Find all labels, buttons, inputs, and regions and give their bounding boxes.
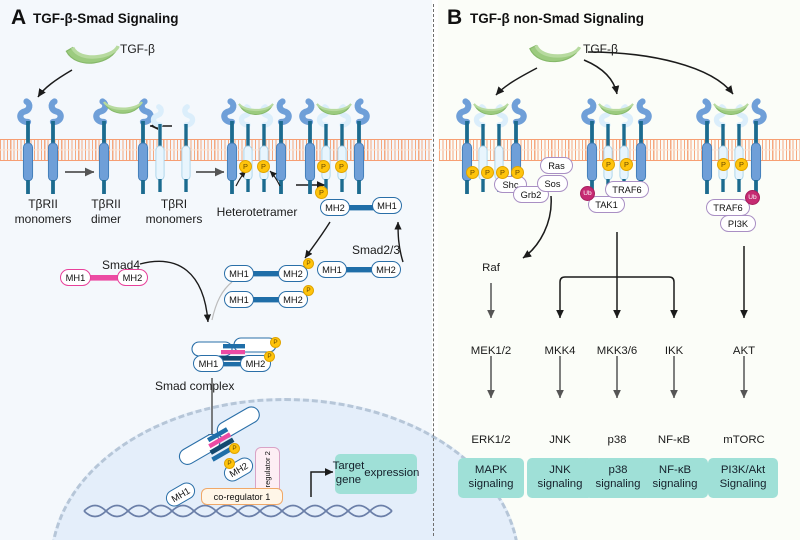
phospho-badge-b1-2: P bbox=[481, 166, 494, 179]
outcome-jnk-line1: JNK bbox=[549, 464, 571, 477]
tak1-capsule: TAK1 bbox=[588, 196, 625, 213]
outcome-p38-line2: signaling bbox=[595, 478, 641, 490]
ubiquitin-badge-traf6-right: Ub bbox=[745, 190, 760, 205]
phospho-badge-b3-2: P bbox=[735, 158, 748, 171]
phospho-badge-b1-4: P bbox=[511, 166, 524, 179]
phospho-badge-b3-1: P bbox=[717, 158, 730, 171]
outcome-jnk-line2: signaling bbox=[537, 478, 583, 490]
node-ikk: IKK bbox=[664, 345, 684, 357]
node-jnk: JNK bbox=[549, 434, 571, 446]
outcome-box-jnk: JNK signaling bbox=[527, 458, 593, 498]
traf6-middle-capsule: TRAF6 bbox=[605, 181, 649, 198]
smad23-free-mh1: MH1 bbox=[317, 261, 347, 278]
outcome-nfkb-line2: signaling bbox=[652, 478, 698, 490]
smad-complex-label: Smad complex bbox=[155, 379, 235, 393]
node-mek1-2: MEK1/2 bbox=[470, 345, 512, 357]
outcome-p38-line1: p38 bbox=[608, 464, 628, 477]
stage-label-tbrii-monomers-line1: TβRII bbox=[28, 197, 58, 211]
stage-label-heterotetramer: Heterotetramer bbox=[216, 205, 298, 219]
panel-b-title: TGF-β non-Smad Signaling bbox=[470, 11, 644, 26]
phospho-badge-b1-1: P bbox=[466, 166, 479, 179]
plasma-membrane-panel-a bbox=[0, 139, 432, 161]
outcome-box-pi3k-akt: PI3K/Akt Signaling bbox=[708, 458, 778, 498]
outcome-pi3k-line2: Signaling bbox=[719, 478, 767, 490]
outcome-pi3k-line1: PI3K/Akt bbox=[720, 464, 766, 477]
smad4-mh2: MH2 bbox=[117, 269, 148, 286]
phospho-badge-psmad-upper: P bbox=[303, 258, 314, 269]
outcome-mapk-line2: signaling bbox=[468, 478, 514, 490]
outcome-nfkb-line1: NF-κB bbox=[658, 464, 692, 477]
smad23-free-mh2: MH2 bbox=[371, 261, 401, 278]
psmad-lower-mh2: MH2 bbox=[278, 291, 308, 308]
panel-a-letter: A bbox=[11, 6, 27, 29]
phospho-badge-b2-2: P bbox=[620, 158, 633, 171]
node-mtorc: mTORC bbox=[723, 434, 765, 446]
traf6-right-capsule: TRAF6 bbox=[706, 199, 750, 216]
phospho-badge-psmad-lower: P bbox=[303, 285, 314, 296]
phospho-badge-complex-upper: P bbox=[270, 337, 281, 348]
phospho-badge-complex-lower: P bbox=[264, 351, 275, 362]
node-erk1-2: ERK1/2 bbox=[471, 434, 511, 446]
node-mkk4: MKK4 bbox=[544, 345, 576, 357]
phospho-badge-nuclear-lower: P bbox=[224, 458, 235, 469]
phospho-badge-b1-3: P bbox=[496, 166, 509, 179]
target-gene-expression-box: Target gene expression bbox=[332, 454, 420, 494]
smad-complex-mh2: MH2 bbox=[240, 355, 271, 372]
stage-label-tbrii-dimer-line1: TβRII bbox=[91, 197, 121, 211]
receptor-smad-mh2-capsule: MH2 bbox=[320, 199, 350, 216]
phospho-badge-receptor-smad: P bbox=[315, 186, 328, 199]
node-akt: AKT bbox=[732, 345, 756, 357]
node-p38: p38 bbox=[607, 434, 627, 446]
phospho-badge-tetramer-right: P bbox=[257, 160, 270, 173]
sos-capsule: Sos bbox=[537, 175, 568, 192]
phospho-badge-b2-1: P bbox=[602, 158, 615, 171]
ligand-label-panel-b: TGF-β bbox=[583, 42, 618, 56]
outcome-mapk-line1: MAPK bbox=[474, 464, 508, 477]
ras-capsule: Ras bbox=[540, 157, 573, 174]
target-gene-line2: expression bbox=[364, 467, 420, 480]
plasma-membrane-panel-b bbox=[439, 139, 800, 161]
phospho-badge-active-right: P bbox=[335, 160, 348, 173]
outcome-box-p38: p38 signaling bbox=[585, 458, 651, 498]
node-nfkb: NF-κB bbox=[657, 434, 691, 446]
phospho-badge-nuclear-upper: P bbox=[229, 443, 240, 454]
ligand-label-panel-a: TGF-β bbox=[120, 42, 155, 56]
co-regulator-1-box: co-regulator 1 bbox=[201, 488, 283, 505]
smad4-label: Smad4 bbox=[102, 258, 141, 272]
phospho-badge-active-left: P bbox=[317, 160, 330, 173]
psmad-lower-mh1: MH1 bbox=[224, 291, 254, 308]
target-gene-line1: Target gene bbox=[332, 460, 365, 486]
node-mkk3-6: MKK3/6 bbox=[596, 345, 638, 357]
psmad-upper-mh1: MH1 bbox=[224, 265, 254, 282]
ubiquitin-badge-tak1: Ub bbox=[580, 186, 595, 201]
outcome-box-nfkb: NF-κB signaling bbox=[642, 458, 708, 498]
psmad-upper-mh2: MH2 bbox=[278, 265, 308, 282]
smad23-label: Smad2/3 bbox=[352, 243, 401, 257]
receptor-smad-mh1-capsule: MH1 bbox=[372, 197, 402, 214]
outcome-box-mapk: MAPK signaling bbox=[458, 458, 524, 498]
smad4-mh1: MH1 bbox=[60, 269, 91, 286]
stage-label-tbrii-monomers-line2: monomers bbox=[14, 212, 72, 226]
phospho-badge-tetramer-left: P bbox=[239, 160, 252, 173]
panel-b-letter: B bbox=[447, 6, 463, 29]
stage-label-tbrii-dimer-line2: dimer bbox=[90, 212, 122, 226]
pi3k-capsule: PI3K bbox=[720, 215, 756, 232]
panel-divider bbox=[433, 4, 434, 536]
stage-label-tbri-monomers-line1: TβRI bbox=[160, 197, 188, 211]
stage-label-tbri-monomers-line2: monomers bbox=[145, 212, 203, 226]
node-raf: Raf bbox=[482, 262, 500, 274]
smad-complex-mh1: MH1 bbox=[193, 355, 224, 372]
panel-a-title: TGF-β-Smad Signaling bbox=[33, 11, 179, 26]
